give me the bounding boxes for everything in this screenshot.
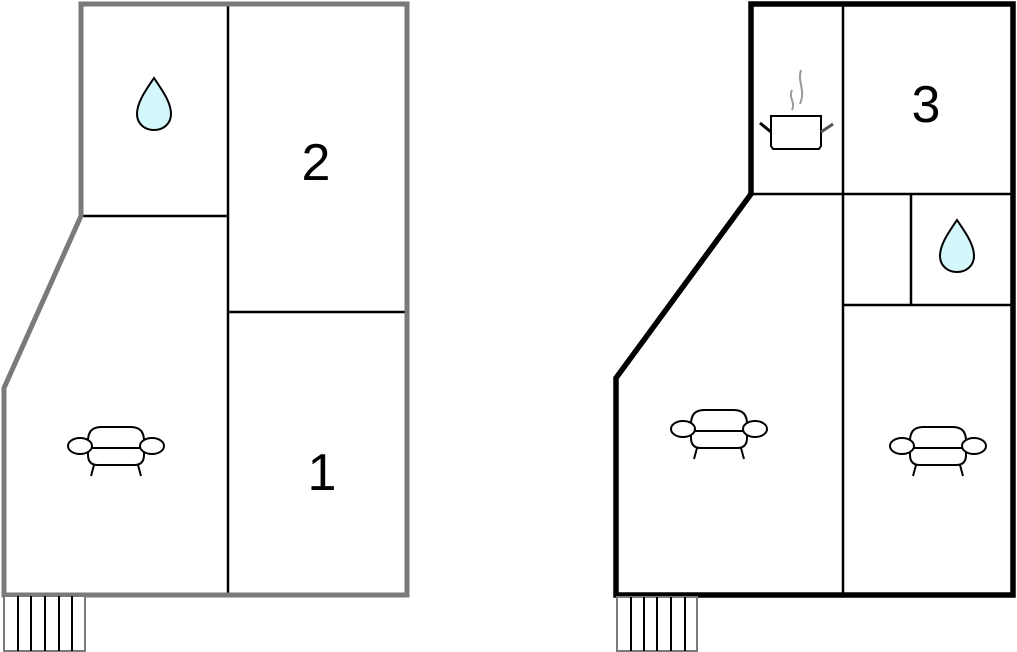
room-number-label: 3 <box>912 76 941 134</box>
room-kitchen <box>759 69 834 150</box>
cooking-pot-icon <box>759 69 834 150</box>
sofa-icon <box>67 426 165 477</box>
water-drop-icon <box>939 219 975 273</box>
room-living <box>67 426 165 477</box>
stairs-icon <box>3 595 86 652</box>
room-living-2 <box>889 426 987 477</box>
sofa-icon <box>670 409 768 460</box>
floor-plan-right: 3 <box>613 1 1016 652</box>
room-number-label: 1 <box>308 444 337 502</box>
room-living <box>670 409 768 460</box>
stairs-icon <box>616 596 698 652</box>
water-drop-icon <box>136 77 172 131</box>
room-bathroom <box>136 77 172 131</box>
room-bedroom-1: 1 <box>308 444 337 502</box>
exterior-wall <box>1 1 410 598</box>
room-bathroom <box>939 219 975 273</box>
room-number-label: 2 <box>302 134 331 192</box>
floor-plan-left: 2 1 <box>1 1 410 652</box>
room-bedroom-2: 2 <box>302 134 331 192</box>
room-bedroom-3: 3 <box>912 76 941 134</box>
exterior-wall <box>613 1 1016 598</box>
sofa-icon <box>889 426 987 477</box>
